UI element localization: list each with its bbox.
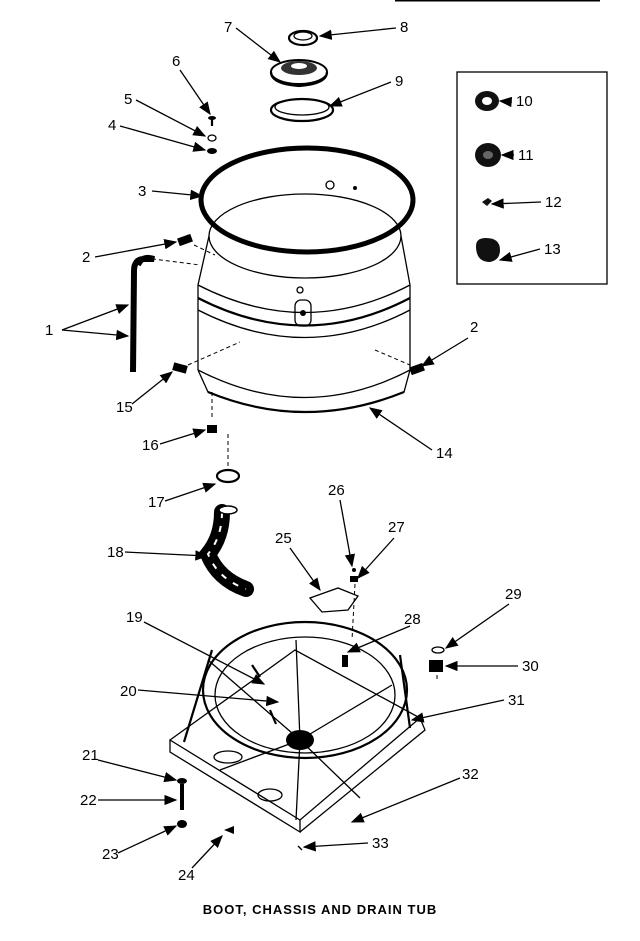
part-2-spacers xyxy=(177,233,425,376)
callout-24: 24 xyxy=(178,867,195,884)
parts-29-30 xyxy=(429,646,445,682)
callout-7: 7 xyxy=(224,19,232,36)
callout-18: 18 xyxy=(107,544,124,561)
part-13-grommet xyxy=(476,238,500,262)
callout-33: 33 xyxy=(372,835,389,852)
callout-labels: 1 2 2 3 4 5 6 7 8 9 10 11 12 13 14 15 16… xyxy=(45,19,562,884)
callout-13: 13 xyxy=(544,241,561,258)
part-1-hose xyxy=(130,254,201,373)
hardware-4-5-6 xyxy=(207,116,217,154)
callout-10: 10 xyxy=(516,93,533,110)
callout-15: 15 xyxy=(116,399,133,416)
callout-22: 22 xyxy=(80,792,97,809)
callout-12: 12 xyxy=(545,194,562,211)
callout-3: 3 xyxy=(138,183,146,200)
callout-2a: 2 xyxy=(82,249,90,266)
part-31-chassis xyxy=(168,620,426,834)
callout-31: 31 xyxy=(508,692,525,709)
callout-30: 30 xyxy=(522,658,539,675)
leveling-legs-21-24 xyxy=(177,778,303,851)
callout-14: 14 xyxy=(436,445,453,462)
callout-23: 23 xyxy=(102,846,119,863)
callout-20: 20 xyxy=(120,683,137,700)
callout-29: 29 xyxy=(505,586,522,603)
callout-28: 28 xyxy=(404,611,421,628)
callout-9: 9 xyxy=(395,73,403,90)
diagram-title: BOOT, CHASSIS AND DRAIN TUB xyxy=(202,902,438,917)
drain-parts-16-17-18 xyxy=(198,392,254,597)
callout-26: 26 xyxy=(328,482,345,499)
part-9-clamp-ring xyxy=(269,97,335,123)
leader-lines xyxy=(61,27,542,869)
callout-32: 32 xyxy=(462,766,479,783)
callout-17: 17 xyxy=(148,494,165,511)
callout-19: 19 xyxy=(126,609,143,626)
callout-27: 27 xyxy=(388,519,405,536)
callout-4: 4 xyxy=(108,117,116,134)
callout-25: 25 xyxy=(275,530,292,547)
callout-6: 6 xyxy=(172,53,180,70)
part-14-drain-tub xyxy=(197,193,411,414)
part-7-seal xyxy=(269,59,329,88)
inset-box xyxy=(456,71,608,285)
part-3-tub-gasket xyxy=(198,145,416,255)
callout-1: 1 xyxy=(45,322,53,339)
part-8-clamp xyxy=(287,29,319,47)
callout-21: 21 xyxy=(82,747,99,764)
callout-5: 5 xyxy=(124,91,132,108)
part-15-spacer xyxy=(172,341,241,374)
callout-16: 16 xyxy=(142,437,159,454)
callout-2b: 2 xyxy=(470,319,478,336)
callout-8: 8 xyxy=(400,19,408,36)
parts-25-26-27-28 xyxy=(308,568,360,667)
part-12-screw xyxy=(482,198,492,206)
callout-11: 11 xyxy=(518,147,534,164)
